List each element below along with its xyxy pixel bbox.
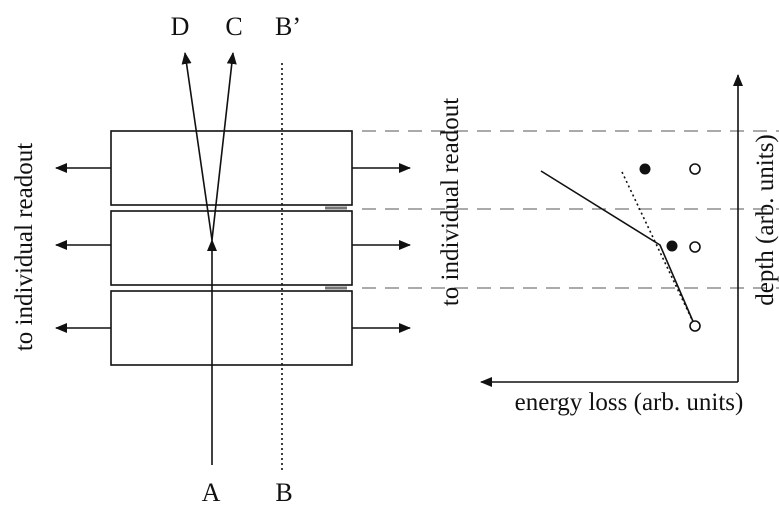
- label-d: D: [171, 12, 190, 41]
- graph-axes: [480, 74, 743, 387]
- label-b: B: [275, 478, 292, 507]
- label-b-prime: B’: [275, 12, 301, 41]
- detector-layer-bottom: [110, 290, 353, 366]
- label-a: A: [202, 478, 221, 507]
- particle-tracks: [181, 52, 283, 470]
- graph-points: [639, 163, 701, 332]
- right-readout-arrows: [352, 163, 411, 333]
- filled-point: [639, 163, 651, 175]
- detector-layer-middle: [110, 210, 353, 286]
- open-point: [689, 241, 701, 253]
- y-axis-label: depth (arb. units): [752, 134, 779, 305]
- layer-gap-marks: [325, 206, 347, 290]
- right-readout-label: to individual readout: [437, 98, 464, 306]
- open-point: [689, 320, 701, 332]
- filled-point: [666, 240, 678, 252]
- track-d: [181, 52, 213, 241]
- detector-layer-top: [110, 130, 353, 206]
- track-c: [211, 52, 237, 241]
- detector-stack: [110, 130, 353, 366]
- energy-loss-curve-solid: [540, 170, 696, 327]
- open-point: [689, 163, 701, 175]
- x-axis-label: energy loss (arb. units): [515, 389, 744, 416]
- left-readout-label: to individual readout: [11, 143, 38, 351]
- left-readout-arrows: [55, 163, 111, 333]
- energy-loss-curve-dotted: [621, 171, 696, 327]
- label-c: C: [225, 12, 242, 41]
- depth-guides: [362, 130, 779, 289]
